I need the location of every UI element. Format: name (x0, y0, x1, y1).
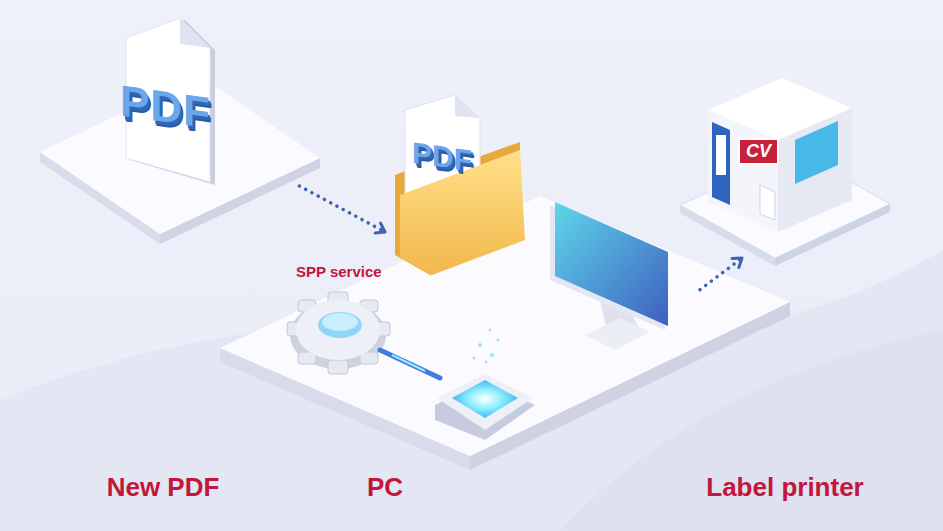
monitor-icon (550, 202, 668, 350)
dotted-line (299, 186, 385, 232)
link-cable (380, 350, 440, 378)
arrow-head (732, 258, 742, 267)
document-text: PDF (120, 76, 211, 139)
dotted-arrow (299, 186, 385, 233)
stage-title: PC (367, 472, 403, 502)
stage-title: New PDF (107, 472, 220, 502)
gear-icon (287, 292, 390, 374)
printer-logo: CV (738, 138, 779, 165)
dotted-line (700, 258, 742, 290)
platform-node: Label printer (742, 150, 882, 270)
stage-title: Label printer (706, 472, 863, 502)
chip-icon (435, 329, 535, 441)
document-text: PDF (412, 136, 472, 178)
arrow-head (375, 223, 385, 233)
folder-icon (395, 95, 525, 275)
printer-icon (708, 78, 852, 232)
service-label: SPP service (296, 263, 382, 280)
dotted-arrow (700, 258, 742, 290)
platform-node: PC (220, 232, 700, 507)
